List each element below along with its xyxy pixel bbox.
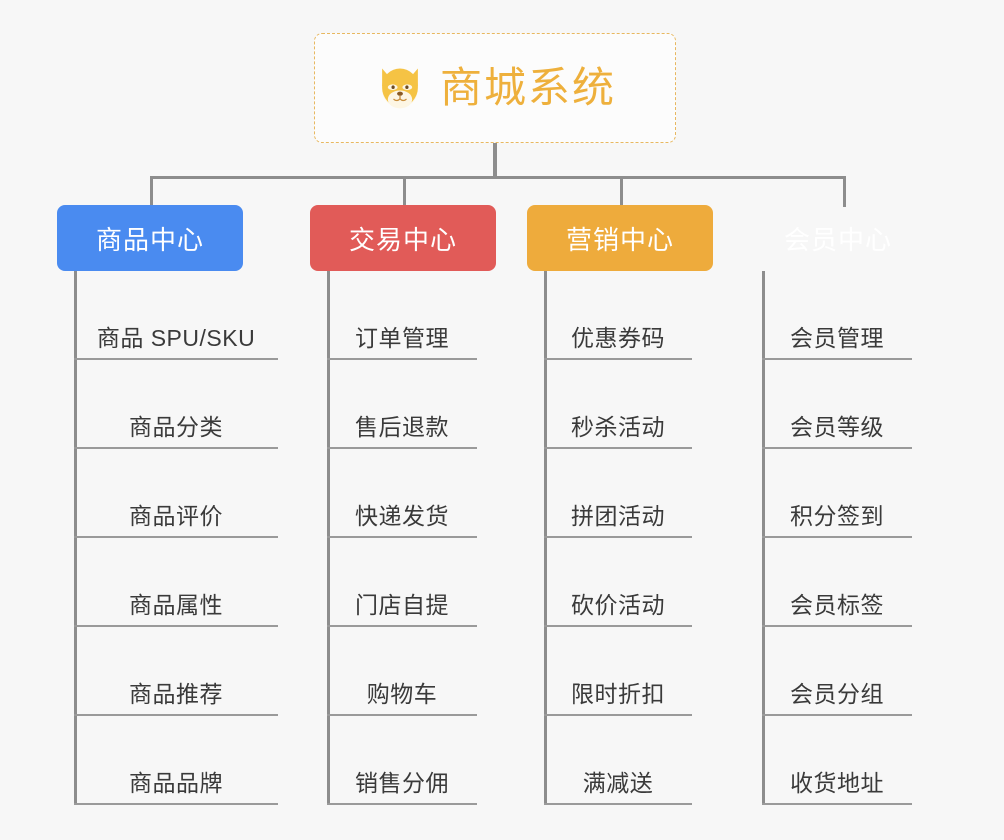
shiba-dog-face-icon — [382, 68, 418, 109]
leaf-item-label: 商品分类 — [129, 414, 223, 440]
leaf-item[interactable]: 积分签到 — [762, 449, 912, 538]
leaf-item[interactable]: 商品属性 — [74, 538, 278, 627]
leaf-item[interactable]: 商品 SPU/SKU — [74, 271, 278, 360]
category-header[interactable]: 交易中心 — [310, 205, 496, 271]
leaf-item-label: 会员管理 — [790, 325, 884, 351]
leaf-item-label: 门店自提 — [355, 592, 449, 618]
connector-horizontal-bus — [150, 176, 846, 179]
leaf-item-label: 拼团活动 — [571, 503, 665, 529]
category-header[interactable]: 营销中心 — [527, 205, 713, 271]
leaf-item-label: 收货地址 — [790, 770, 884, 796]
leaf-item[interactable]: 快递发货 — [327, 449, 477, 538]
leaf-item-label: 售后退款 — [355, 414, 449, 440]
leaf-item-label: 商品评价 — [129, 503, 223, 529]
connector-root-stem — [493, 143, 497, 179]
leaf-item[interactable]: 拼团活动 — [544, 449, 692, 538]
root-title: 商城系统 — [439, 64, 616, 111]
leaf-item[interactable]: 商品分类 — [74, 360, 278, 449]
leaf-item[interactable]: 满减送 — [544, 716, 692, 805]
root-node[interactable]: 商城系统 — [314, 33, 676, 143]
category-header-label: 营销中心 — [565, 224, 674, 255]
leaf-item[interactable]: 会员管理 — [762, 271, 912, 360]
leaf-item[interactable]: 购物车 — [327, 627, 477, 716]
leaf-item[interactable]: 售后退款 — [327, 360, 477, 449]
connector-drop-3 — [620, 176, 623, 207]
leaf-item-label: 会员分组 — [790, 681, 884, 707]
leaf-list: 订单管理售后退款快递发货门店自提购物车销售分佣 — [327, 271, 477, 805]
leaf-item[interactable]: 收货地址 — [762, 716, 912, 805]
leaf-item[interactable]: 会员等级 — [762, 360, 912, 449]
leaf-item-label: 商品 SPU/SKU — [96, 325, 256, 351]
leaf-item[interactable]: 商品品牌 — [74, 716, 278, 805]
leaf-item-label: 砍价活动 — [571, 592, 665, 618]
leaf-item-label: 秒杀活动 — [571, 414, 665, 440]
leaf-item-label: 快递发货 — [355, 503, 449, 529]
leaf-item-label: 积分签到 — [790, 503, 884, 529]
leaf-item[interactable]: 限时折扣 — [544, 627, 692, 716]
connector-drop-2 — [403, 176, 406, 207]
leaf-item-label: 购物车 — [366, 681, 438, 707]
leaf-item[interactable]: 砍价活动 — [544, 538, 692, 627]
leaf-item-label: 优惠券码 — [571, 325, 665, 351]
leaf-item[interactable]: 销售分佣 — [327, 716, 477, 805]
leaf-item[interactable]: 商品推荐 — [74, 627, 278, 716]
leaf-item-label: 订单管理 — [355, 325, 449, 351]
leaf-item[interactable]: 门店自提 — [327, 538, 477, 627]
leaf-item-label: 限时折扣 — [571, 681, 665, 707]
leaf-item[interactable]: 订单管理 — [327, 271, 477, 360]
leaf-item[interactable]: 会员分组 — [762, 627, 912, 716]
category-header[interactable]: 会员中心 — [745, 205, 931, 271]
leaf-item-label: 商品属性 — [129, 592, 223, 618]
category-header[interactable]: 商品中心 — [57, 205, 243, 271]
leaf-list: 会员管理会员等级积分签到会员标签会员分组收货地址 — [762, 271, 912, 805]
column-spine — [762, 271, 765, 805]
leaf-item[interactable]: 秒杀活动 — [544, 360, 692, 449]
leaf-item-label: 会员标签 — [790, 592, 884, 618]
leaf-item[interactable]: 会员标签 — [762, 538, 912, 627]
category-header-label: 交易中心 — [348, 224, 457, 255]
leaf-list: 商品 SPU/SKU 商品分类商品评价商品属性商品推荐商品品牌 — [74, 271, 278, 805]
leaf-item[interactable]: 优惠券码 — [544, 271, 692, 360]
category-header-label: 会员中心 — [783, 224, 892, 255]
category-header-label: 商品中心 — [95, 224, 204, 255]
connector-drop-1 — [150, 176, 153, 207]
leaf-item-label: 会员等级 — [790, 414, 884, 440]
leaf-item-label: 满减送 — [582, 770, 654, 796]
leaf-item-label: 商品品牌 — [129, 770, 223, 796]
column-spine — [544, 271, 547, 805]
leaf-item[interactable]: 商品评价 — [74, 449, 278, 538]
leaf-item-label: 商品推荐 — [129, 681, 223, 707]
leaf-item-label: 销售分佣 — [355, 770, 449, 796]
column-spine — [327, 271, 330, 805]
column-spine — [74, 271, 77, 805]
connector-drop-4 — [843, 176, 846, 207]
leaf-list: 优惠券码秒杀活动拼团活动砍价活动限时折扣满减送 — [544, 271, 692, 805]
